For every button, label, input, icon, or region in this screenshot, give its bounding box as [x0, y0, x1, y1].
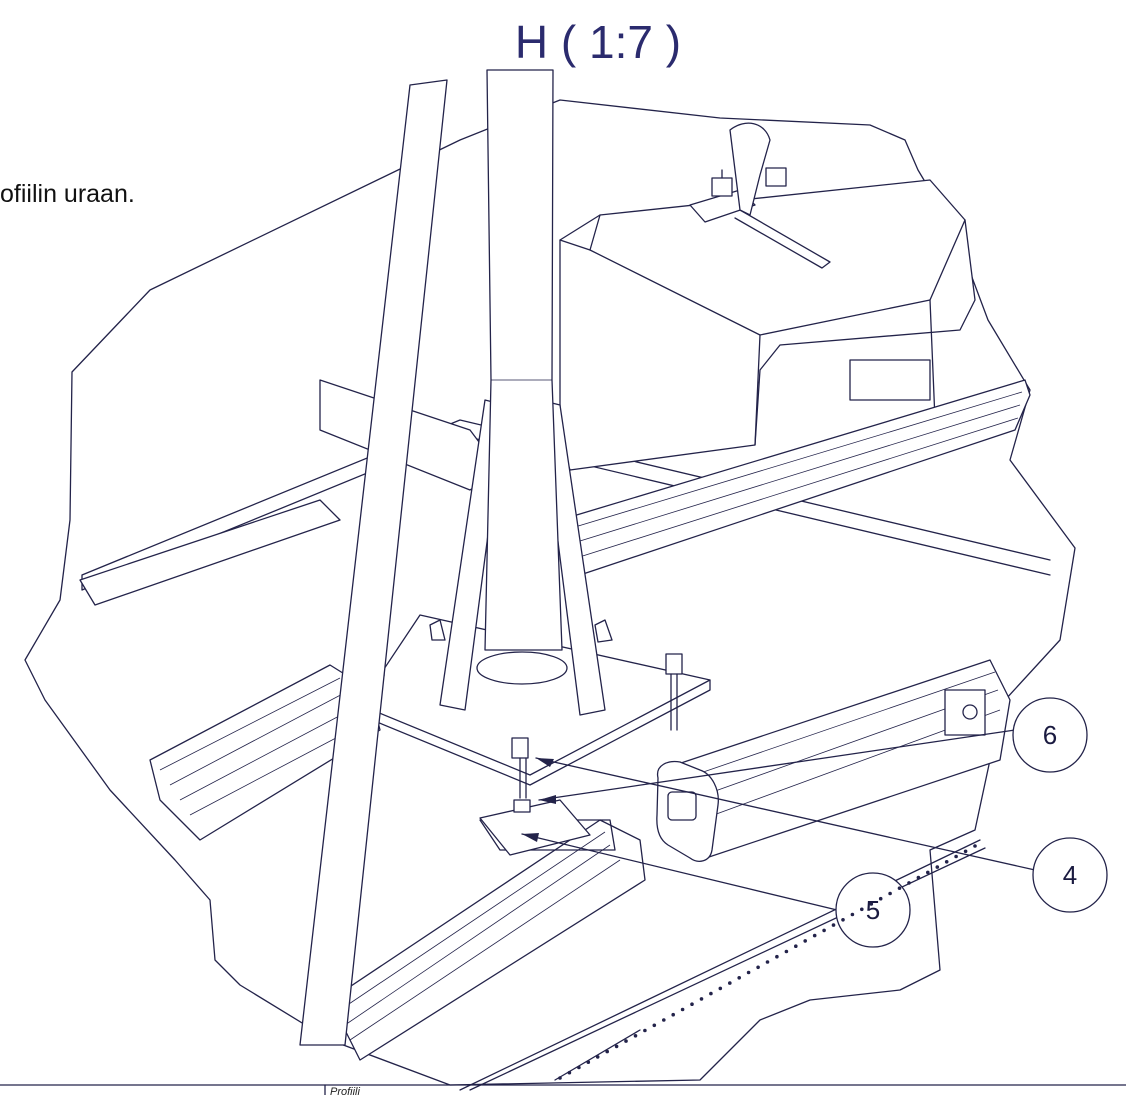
perforation-hole: [860, 907, 864, 912]
balloon-6: 6: [1012, 697, 1088, 773]
perforation-hole: [595, 1055, 600, 1059]
perforation-hole: [944, 860, 949, 864]
perforation-hole: [850, 912, 855, 917]
perforation-hole: [878, 896, 883, 901]
perforation-hole: [756, 965, 760, 970]
perforation-hole: [737, 976, 741, 980]
leader-4: [535, 757, 1036, 871]
perforation-hole: [935, 865, 940, 869]
perforation-hole: [765, 960, 770, 964]
perforation-hole: [614, 1044, 619, 1049]
perforation-hole: [586, 1060, 591, 1064]
perforation-hole: [963, 849, 968, 854]
leader-5: [521, 833, 838, 911]
mast-flange: [476, 651, 568, 685]
title-block-field-label: Profiili: [330, 1086, 361, 1095]
perforation-hole: [577, 1065, 581, 1070]
perforation-hole: [605, 1049, 609, 1054]
vertical-mast: [484, 69, 563, 651]
perforation-hole: [803, 939, 807, 943]
perforation-hole: [728, 981, 732, 985]
perforation-hole: [973, 844, 977, 848]
arrowhead-5: [522, 833, 539, 842]
balloon-4: 4: [1032, 837, 1108, 913]
perforation-hole: [897, 886, 902, 890]
arrowhead-6: [539, 795, 556, 804]
perforation-hole: [671, 1012, 675, 1017]
view-title: H ( 1:7 ): [515, 16, 681, 68]
perforation-hole: [558, 1076, 562, 1080]
perforation-hole: [746, 970, 751, 975]
perforation-hole: [662, 1018, 666, 1022]
leader-6: [538, 729, 1016, 801]
balloon-5-label: 5: [866, 895, 880, 925]
perforation-hole: [907, 881, 911, 885]
perforation-hole: [567, 1070, 572, 1075]
title-block: Profiili: [0, 1084, 1126, 1095]
note-text: ofiilin uraan.: [0, 180, 135, 208]
perforation-hole: [822, 928, 826, 933]
perforation-hole: [680, 1007, 685, 1012]
perforation-hole: [831, 923, 836, 927]
right-front-profile: [656, 659, 1011, 862]
perforation-hole: [794, 944, 798, 948]
perforation-hole: [652, 1023, 657, 1028]
perforation-hole: [812, 933, 817, 938]
perforation-hole: [954, 854, 958, 859]
perforation-hole: [841, 918, 845, 922]
perforation-hole: [643, 1028, 647, 1033]
perforation-hole: [888, 891, 892, 896]
perforation-hole: [690, 1002, 694, 1006]
leader-lines: [521, 729, 1036, 911]
perforation-hole: [699, 997, 704, 1001]
perforation-hole: [709, 991, 713, 996]
perforation-hole: [718, 986, 723, 991]
detail-boundary: [24, 99, 1076, 1086]
arrowhead-4: [536, 758, 554, 767]
perforation-hole: [926, 870, 930, 875]
slanted-pole: [299, 79, 448, 1046]
perforation-hole: [784, 949, 789, 954]
perforation-hole: [633, 1034, 638, 1038]
profile-end-cap: [656, 760, 719, 862]
lower-left-profile: [149, 664, 381, 841]
balloon-6-label: 6: [1043, 720, 1057, 750]
balloon-5: 5: [835, 872, 911, 948]
strip-perforations: [558, 844, 977, 1080]
perforation-hole: [775, 954, 779, 959]
balloon-4-label: 4: [1063, 860, 1077, 890]
perforation-hole: [869, 902, 874, 906]
perforation-hole: [916, 875, 921, 880]
cross-profile-left: [79, 379, 501, 606]
box-clamp: [689, 122, 787, 223]
perforation-hole: [624, 1039, 628, 1043]
